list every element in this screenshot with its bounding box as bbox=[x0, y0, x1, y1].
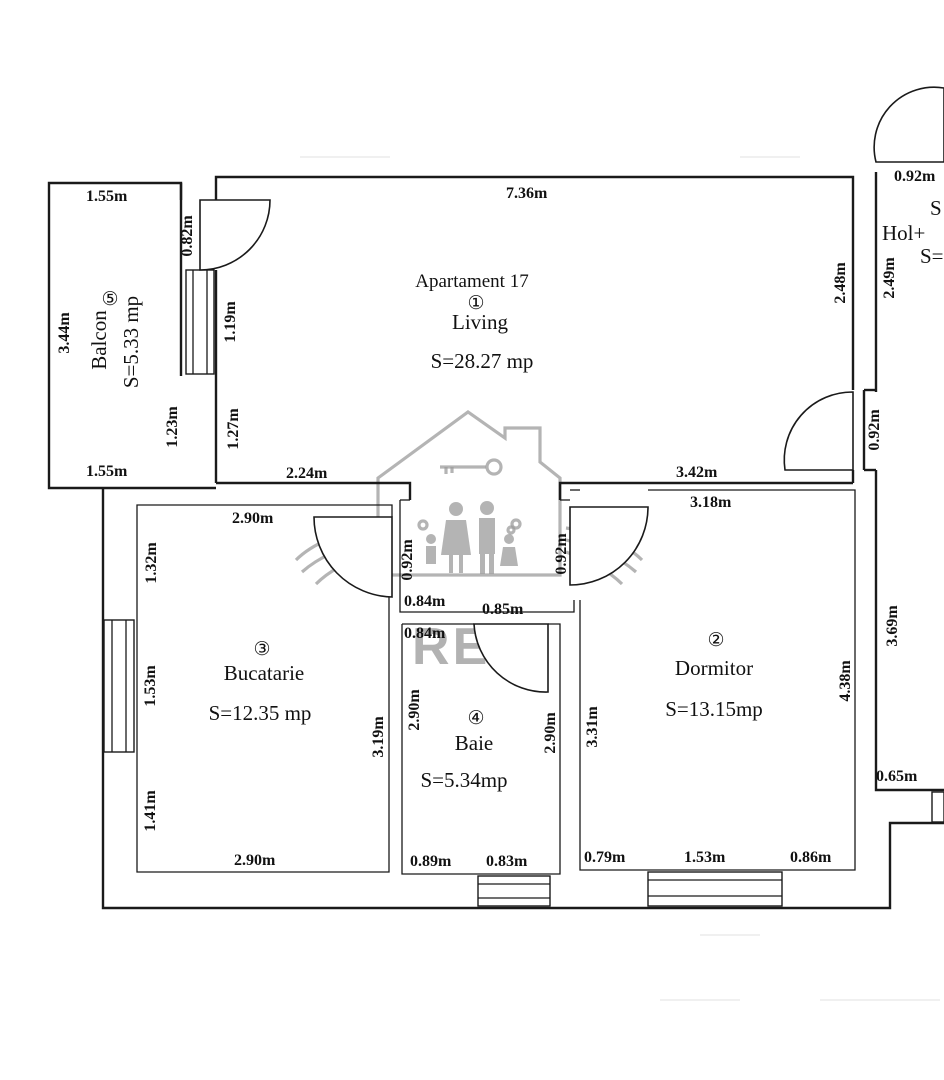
dim-bath-left: 2.90m bbox=[406, 689, 423, 731]
dim-living-right: 2.48m bbox=[832, 262, 849, 304]
dim-kitchen-right: 3.19m bbox=[370, 716, 387, 758]
room-area-living: S=28.27 mp bbox=[431, 349, 534, 373]
dim-balcony-right-lower: 1.23m bbox=[164, 406, 181, 448]
dim-bedroom-right: 4.38m bbox=[837, 660, 854, 702]
scan-artifacts bbox=[300, 156, 940, 1001]
room-number-bath: ④ bbox=[467, 708, 484, 729]
dimension-labels-horizontal: 1.55m 1.55m 7.36m 2.24m 3.42m 0.92m 2.90… bbox=[86, 168, 936, 870]
dim-corridor-left: 0.92m bbox=[399, 539, 416, 581]
dim-kitchen-left-mid: 1.53m bbox=[142, 665, 159, 707]
dim-living-top: 7.36m bbox=[506, 185, 548, 202]
bedroom-door bbox=[569, 506, 649, 586]
dim-living-bottom-left: 2.24m bbox=[286, 465, 328, 482]
windows bbox=[103, 269, 944, 907]
dim-bedroom-bottom-mid: 1.53m bbox=[684, 849, 726, 866]
dim-balcony-left: 3.44m bbox=[56, 312, 73, 354]
dim-hall-right-top: 2.49m bbox=[881, 257, 898, 299]
hall-window bbox=[931, 791, 944, 823]
kitchen-door bbox=[313, 516, 393, 598]
dim-bath-top: 0.84m bbox=[404, 625, 446, 642]
bedroom-window bbox=[647, 871, 783, 907]
living-entry-door bbox=[783, 391, 854, 471]
room-area-balcony: S=5.33 mp bbox=[119, 296, 143, 388]
balcony-door bbox=[199, 199, 271, 271]
dimension-labels-vertical: 3.44m 0.82m 1.19m 1.23m 1.27m 2.48m 2.49… bbox=[56, 215, 901, 832]
room-number-living: ① bbox=[467, 293, 484, 314]
dim-bedroom-left: 3.31m bbox=[584, 706, 601, 748]
dim-kitchen-bottom: 2.90m bbox=[234, 852, 276, 869]
room-name-bath: Baie bbox=[455, 731, 493, 755]
room-number-bedroom: ② bbox=[707, 630, 724, 651]
bath-door bbox=[473, 623, 549, 693]
room-name-bedroom: Dormitor bbox=[675, 656, 753, 680]
dim-corridor-bottom-right: 0.85m bbox=[482, 601, 524, 618]
dim-kitchen-top: 2.90m bbox=[232, 510, 274, 527]
room-number-balcony: ⑤ bbox=[101, 289, 118, 310]
dim-hall-door-side: 0.92m bbox=[866, 409, 883, 451]
apartment-title: Apartament 17 bbox=[415, 271, 528, 292]
dim-kitchen-left-bottom: 1.41m bbox=[142, 790, 159, 832]
dim-bath-right: 2.90m bbox=[542, 712, 559, 754]
dim-kitchen-left-top: 1.32m bbox=[143, 542, 160, 584]
entrance-door bbox=[873, 86, 944, 163]
room-name-hall: Hol+ bbox=[882, 221, 925, 245]
dim-bedroom-bottom-left: 0.79m bbox=[584, 849, 626, 866]
dim-hall-lower-side: 3.69m bbox=[884, 605, 901, 647]
dim-bedroom-bottom-right: 0.86m bbox=[790, 849, 832, 866]
walls bbox=[47, 172, 944, 910]
room-area-bath: S=5.34mp bbox=[420, 768, 507, 792]
doors bbox=[199, 86, 944, 693]
kitchen-window bbox=[103, 619, 135, 753]
room-area-kitchen: S=12.35 mp bbox=[209, 701, 312, 725]
dim-living-left-lower: 1.27m bbox=[225, 408, 242, 450]
dim-hall-door-top: 0.92m bbox=[894, 168, 936, 185]
room-area-bedroom: S=13.15mp bbox=[665, 697, 763, 721]
room-area-hall: S= bbox=[920, 244, 944, 268]
bath-window bbox=[477, 875, 551, 907]
room-name-kitchen: Bucatarie bbox=[224, 661, 304, 685]
dim-corridor-right: 0.92m bbox=[553, 533, 570, 575]
dim-bath-bottom-right: 0.83m bbox=[486, 853, 528, 870]
dim-balcony-bottom: 1.55m bbox=[86, 463, 128, 480]
dim-balcony-door: 0.82m bbox=[179, 215, 196, 257]
room-name-balcony: Balcon bbox=[87, 310, 111, 370]
dim-bath-bottom-left: 0.89m bbox=[410, 853, 452, 870]
dim-living-bottom-right: 3.42m bbox=[676, 464, 718, 481]
room-labels: Apartament 17 ① Living S=28.27 mp ② Dorm… bbox=[87, 196, 944, 792]
dim-bedroom-top: 3.18m bbox=[690, 494, 732, 511]
dim-corridor-bottom-left: 0.84m bbox=[404, 593, 446, 610]
room-letter-hall: S bbox=[930, 196, 942, 220]
room-name-living: Living bbox=[452, 310, 508, 334]
dim-balcony-top: 1.55m bbox=[86, 188, 128, 205]
room-number-kitchen: ③ bbox=[253, 639, 270, 660]
dim-balcony-window: 1.19m bbox=[222, 301, 239, 343]
dim-hall-lower-bottom: 0.65m bbox=[876, 768, 918, 785]
balcony-window bbox=[185, 269, 215, 375]
